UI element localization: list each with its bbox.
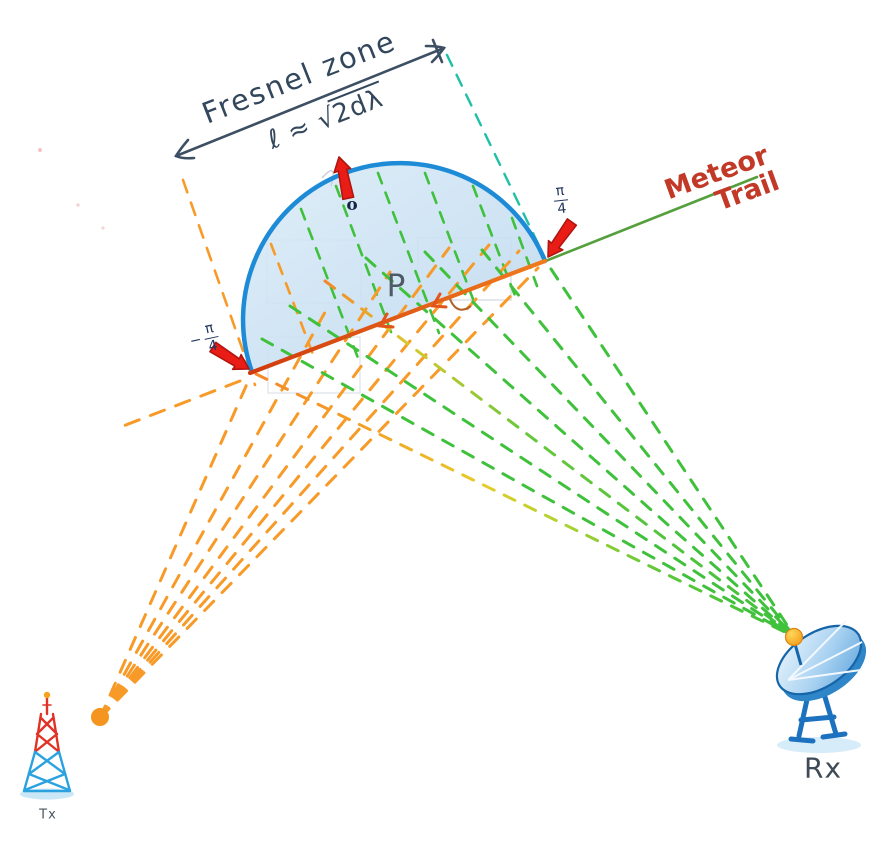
tx-ray	[98, 266, 540, 720]
fresnel-zone-dome	[243, 163, 545, 372]
trail-chevron	[377, 312, 395, 329]
phase-left-minus: −	[188, 331, 204, 350]
subzone-line-green	[423, 171, 475, 301]
phase-arrow-right	[547, 218, 578, 258]
trail-direction-chevrons	[377, 292, 448, 329]
speck	[76, 203, 80, 207]
rx-label: Rx	[803, 751, 843, 785]
subzone-line-green	[334, 184, 393, 334]
rx-ray	[288, 304, 797, 639]
rx-dish-sectors	[787, 620, 863, 681]
phase-left-pi: π	[203, 319, 216, 338]
trail-chevron	[430, 292, 448, 309]
rx-dish-icon	[775, 620, 867, 753]
tx-ray	[98, 270, 392, 720]
rx-ray	[480, 248, 797, 639]
construction-line-left	[181, 178, 257, 387]
tx-ray	[98, 249, 521, 720]
trail-orange-segment	[247, 258, 548, 376]
construction-lines	[181, 53, 547, 387]
phase-arrows	[209, 156, 578, 371]
subzone-line-orange	[269, 242, 316, 359]
measure-arrow-head-left	[174, 138, 196, 160]
rx-feed-arm	[793, 643, 803, 666]
tx-tower-bottom	[22, 750, 72, 793]
tx-label: Tx	[39, 807, 57, 823]
tx-tower-icon	[20, 691, 74, 800]
fresnel-zone-fill	[243, 163, 545, 372]
tx-ray	[98, 303, 331, 720]
speck	[38, 148, 42, 152]
rx-ray-gradient	[254, 372, 797, 639]
measure-arrow-tick	[431, 38, 444, 64]
construction-line-right	[445, 53, 547, 260]
trail-squiggle	[449, 298, 472, 311]
rx-ray	[549, 267, 797, 639]
fresnel-measure-arrow	[174, 38, 447, 160]
center-o-label: o	[346, 195, 358, 215]
phase-arrow-apex	[333, 156, 355, 201]
meteor-trail-line	[247, 175, 759, 376]
phase-right-pi: π	[555, 182, 566, 200]
phase-arrow-left	[209, 341, 250, 371]
tx-tower-top	[33, 696, 61, 754]
trail-green-segment	[541, 175, 759, 264]
phase-left-four: 4	[207, 337, 220, 356]
rx-feed-ball	[784, 627, 804, 647]
trail-dashed-extension	[116, 379, 242, 430]
tx-ray	[98, 375, 252, 720]
subzone-line-green	[471, 184, 519, 303]
rx-ray-gradient	[323, 279, 797, 639]
tx-antenna-ball	[43, 691, 51, 699]
rx-scattered-rays	[254, 248, 797, 639]
sketch-remnant-curve	[321, 169, 334, 187]
point-p-label: P	[386, 268, 406, 304]
measure-arrow-head-right	[424, 44, 447, 64]
rx-ray	[260, 337, 797, 639]
subzone-line-green	[510, 216, 539, 288]
rx-ray	[423, 250, 797, 639]
phase-right-four: 4	[556, 200, 568, 218]
speck	[101, 226, 105, 230]
rx-ray	[364, 256, 797, 639]
tx-ray	[98, 243, 491, 720]
subzone-line-green	[376, 171, 441, 335]
measure-arrow-shaft	[174, 46, 446, 158]
tx-focus-dot	[91, 708, 109, 726]
